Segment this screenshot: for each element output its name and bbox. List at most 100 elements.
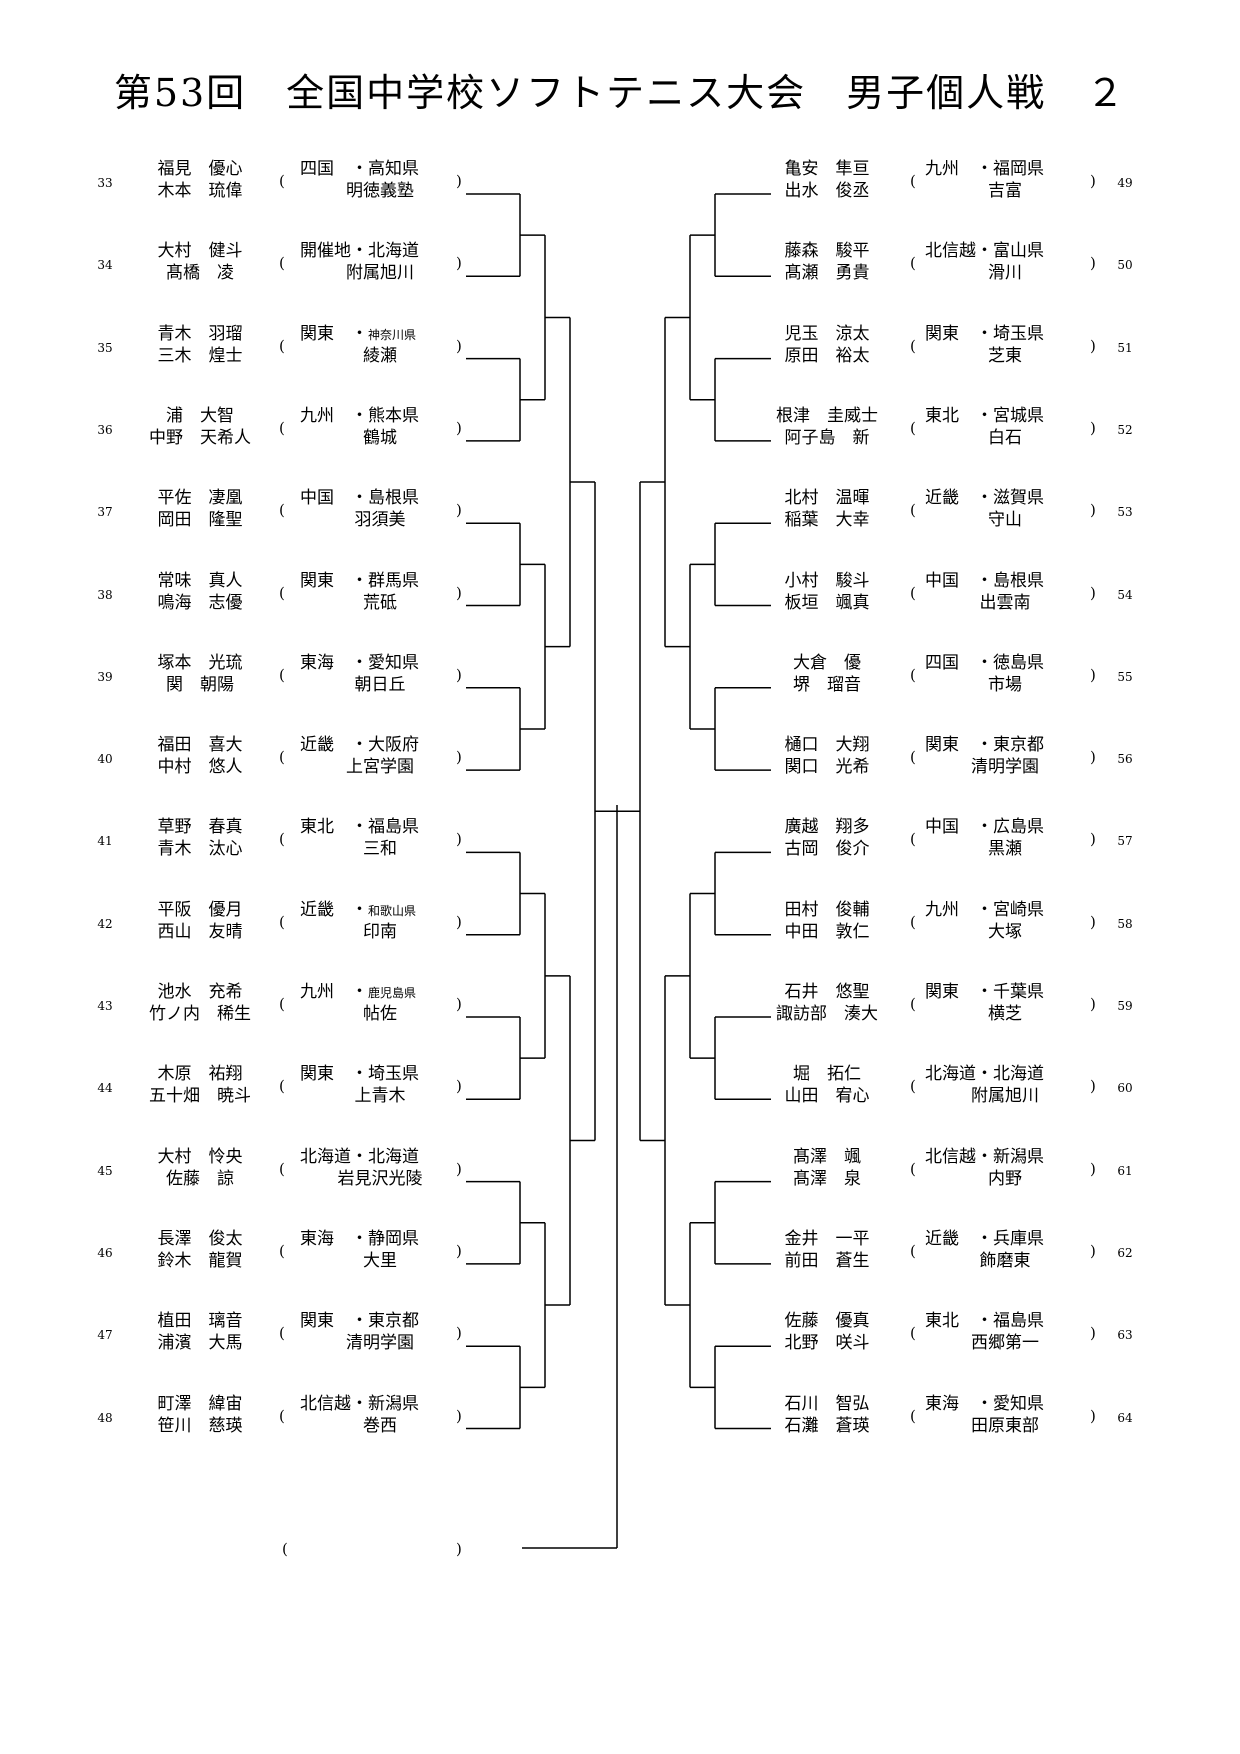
player-name: 稲葉 大幸 (784, 510, 870, 531)
right-entry-players: 廣越 翔多古岡 俊介 (752, 816, 902, 860)
school-name: 羽須美 (354, 510, 406, 531)
region: 関東 ・ (300, 1064, 368, 1085)
player-name: 福田 喜大 (157, 735, 243, 756)
player-name: 亀安 隼亘 (784, 159, 870, 179)
open-paren: ( (279, 501, 285, 520)
close-paren: ) (456, 1406, 462, 1425)
region-prefecture: 関東 ・東京都 (300, 1310, 460, 1332)
region-prefecture: 四国 ・徳島県 (925, 652, 1085, 674)
player-name: 根津 圭威士 (776, 405, 878, 426)
left-entry-seed: 41 (97, 834, 113, 849)
region-prefecture: 中国 ・広島県 (925, 816, 1085, 838)
region: 中国 ・ (925, 817, 993, 838)
player-name: 北野 咲斗 (784, 1333, 870, 1354)
player-name: 木原 祐翔 (157, 1064, 243, 1085)
left-entry-players: 福田 喜大中村 悠人 (125, 734, 275, 778)
player-name: 石灘 蒼瑛 (784, 1415, 870, 1436)
player-name: 池水 充希 (157, 982, 243, 1002)
right-entry-players: 佐藤 優真北野 咲斗 (752, 1310, 902, 1354)
close-paren: ) (1090, 172, 1096, 190)
region-prefecture: 東海 ・愛知県 (300, 652, 460, 674)
player-name: 堺 瑠音 (793, 674, 861, 695)
left-entry-seed: 40 (97, 752, 113, 767)
left-entry-players: 塚本 光琉関 朝陽 (125, 652, 275, 696)
open-paren: ( (910, 336, 916, 355)
left-entry-players: 常味 真人鳴海 志優 (125, 570, 275, 614)
school-name: 綾瀬 (363, 345, 397, 366)
open-paren: ( (910, 1159, 916, 1178)
player-name: 鳴海 志優 (157, 592, 243, 613)
right-entry-players: 根津 圭威士阿子島 新 (752, 405, 902, 449)
region-prefecture: 開催地・北海道 (300, 240, 460, 262)
left-entry-affiliation: 近畿 ・和歌山県印南 (300, 899, 460, 943)
left-entry-seed: 33 (97, 176, 113, 190)
right-entry-affiliation: 近畿 ・兵庫県飾磨東 (925, 1228, 1085, 1272)
prefecture: 北海道 (993, 1064, 1044, 1085)
close-paren: ) (456, 1324, 462, 1343)
left-entry-affiliation: 関東 ・東京都清明学園 (300, 1310, 460, 1354)
open-paren: ( (279, 1077, 285, 1096)
left-entry-seed: 42 (97, 916, 113, 931)
school-name: 上青木 (354, 1086, 406, 1107)
left-entry-seed: 34 (97, 258, 113, 273)
prefecture: 東京都 (993, 735, 1044, 756)
region-prefecture: 近畿 ・兵庫県 (925, 1228, 1085, 1250)
school-name: 清明学園 (346, 1333, 414, 1354)
left-entry-affiliation: 開催地・北海道附属旭川 (300, 240, 460, 284)
region: 近畿 ・ (300, 735, 368, 756)
right-entry-players: 北村 温暉稲葉 大幸 (752, 487, 902, 531)
right-entry-players: 小村 駿斗板垣 颯真 (752, 570, 902, 614)
region-prefecture: 四国 ・高知県 (300, 158, 460, 180)
region: 東北 ・ (925, 405, 993, 426)
region-prefecture: 北海道・北海道 (925, 1063, 1085, 1085)
region: 中国 ・ (300, 488, 368, 509)
right-entry-players: 児玉 涼太原田 裕太 (752, 323, 902, 367)
left-entry-players: 平阪 優月西山 友晴 (125, 899, 275, 943)
open-paren: ( (279, 748, 285, 767)
left-entry-players: 木原 祐翔五十畑 暁斗 (125, 1063, 275, 1107)
player-name: 関口 光希 (784, 757, 870, 778)
close-paren: ) (1090, 1159, 1096, 1178)
player-name: 古岡 俊介 (784, 839, 870, 860)
right-entry-seed: 55 (1117, 669, 1133, 684)
region: 四国 ・ (925, 652, 993, 673)
player-name: 植田 璃音 (157, 1311, 243, 1332)
player-name: 町澤 緯宙 (157, 1393, 243, 1414)
prefecture: 兵庫県 (993, 1228, 1044, 1249)
left-entry-players: 池水 充希竹ノ内 稀生 (125, 981, 275, 1025)
prefecture: 埼玉県 (993, 323, 1044, 344)
region: 近畿 ・ (925, 488, 993, 509)
region: 北海道・ (925, 1064, 993, 1085)
close-paren: ) (456, 1077, 462, 1096)
right-entry-seed: 56 (1117, 752, 1133, 767)
region-prefecture: 関東 ・埼玉県 (925, 323, 1085, 345)
left-entry-players: 町澤 緯宙笹川 慈瑛 (125, 1393, 275, 1437)
player-name: 青木 汰心 (157, 839, 243, 860)
right-entry-affiliation: 北海道・北海道附属旭川 (925, 1063, 1085, 1107)
region-prefecture: 北信越・新潟県 (300, 1393, 460, 1415)
prefecture: 福島県 (993, 1311, 1044, 1332)
left-entry-affiliation: 九州 ・熊本県鶴城 (300, 405, 460, 449)
right-entry-affiliation: 関東 ・東京都清明学園 (925, 734, 1085, 778)
player-name: 山田 宥心 (784, 1086, 870, 1107)
player-name: 田村 俊輔 (784, 899, 870, 920)
close-paren: ) (456, 501, 462, 520)
region: 東海 ・ (300, 652, 368, 673)
right-entry-seed: 63 (1117, 1328, 1133, 1343)
prefecture: 富山県 (993, 241, 1044, 262)
page-title: 第53回 全国中学校ソフトテニス大会 男子個人戦 ２ (113, 71, 1127, 115)
region: 東海 ・ (300, 1228, 368, 1249)
right-entry-affiliation: 東北 ・福島県西郷第一 (925, 1310, 1085, 1354)
close-paren: ) (1090, 1077, 1096, 1096)
right-entry-players: 石井 悠聖諏訪部 湊大 (752, 981, 902, 1025)
left-entry-affiliation: 東北 ・福島県三和 (300, 816, 460, 860)
